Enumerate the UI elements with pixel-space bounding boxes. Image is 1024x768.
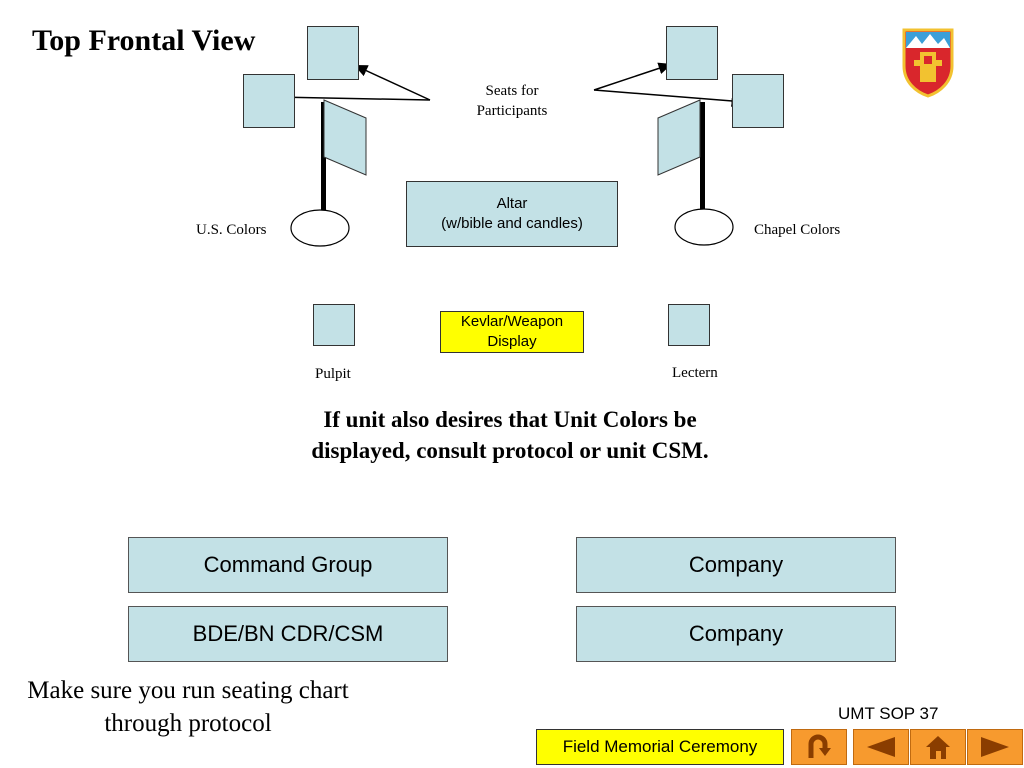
pulpit-label: Pulpit — [315, 366, 351, 382]
previous-button[interactable] — [853, 729, 909, 765]
us-flag-stand — [290, 209, 350, 247]
us-colors-label: U.S. Colors — [196, 222, 267, 238]
seats-label-line2: Participants — [476, 103, 548, 119]
company-box-2: Company — [576, 606, 896, 662]
unit-colors-note: If unit also desires that Unit Colors be… — [311, 407, 709, 463]
seats-label: Seats for Participants — [452, 81, 572, 121]
arrow-to-seat-left-top — [353, 64, 431, 101]
bde-bn-box: BDE/BN CDR/CSM — [128, 606, 448, 662]
kevlar-line1: Kevlar/Weapon — [460, 313, 564, 330]
arrow-to-seat-left-bottom — [275, 91, 431, 104]
protocol-note: Make sure you run seating chart through … — [27, 677, 349, 737]
arrow-to-seat-right-bottom — [593, 89, 746, 107]
seat-right-bottom — [732, 74, 784, 128]
command-group-box: Command Group — [128, 537, 448, 593]
us-flag — [323, 99, 367, 176]
arrow-right-icon — [981, 737, 1009, 757]
pulpit-box — [313, 304, 355, 346]
seats-label-line1: Seats for — [485, 83, 539, 99]
sop-label: UMT SOP 37 — [838, 704, 939, 723]
seat-left-bottom — [243, 74, 295, 128]
unit-crest-icon — [902, 28, 954, 98]
lectern-label: Lectern — [672, 365, 718, 381]
lectern-box — [668, 304, 710, 346]
chapel-flag — [657, 99, 701, 176]
arrow-left-icon — [867, 737, 895, 757]
page-title: Top Frontal View — [32, 24, 256, 57]
arrow-to-seat-right-top — [593, 62, 673, 91]
chapel-flag-stand — [674, 208, 734, 246]
return-button[interactable] — [791, 729, 847, 765]
altar-line2: (w/bible and candles) — [441, 215, 583, 232]
altar-box: Altar (w/bible and candles) — [406, 181, 618, 247]
us-flag-pole — [321, 102, 326, 228]
seat-right-top — [666, 26, 718, 80]
chapel-colors-label: Chapel Colors — [754, 222, 841, 238]
home-button[interactable] — [910, 729, 966, 765]
kevlar-weapon-display: Kevlar/Weapon Display — [440, 311, 584, 353]
field-memorial-ceremony-button[interactable]: Field Memorial Ceremony — [536, 729, 784, 765]
chapel-flag-pole — [700, 102, 705, 228]
home-icon — [926, 736, 950, 759]
altar-line1: Altar — [496, 195, 528, 212]
next-button[interactable] — [967, 729, 1023, 765]
company-box-1: Company — [576, 537, 896, 593]
u-turn-icon — [808, 734, 831, 758]
seat-left-top — [307, 26, 359, 80]
kevlar-line2: Display — [487, 333, 537, 350]
